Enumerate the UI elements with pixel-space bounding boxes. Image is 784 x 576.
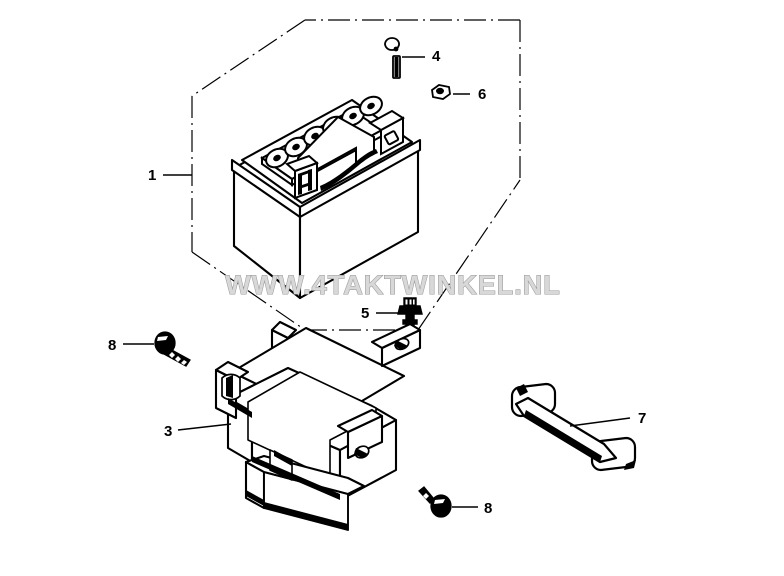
battery-holder-bracket <box>214 320 422 531</box>
callout-label-5[interactable]: 5 <box>361 305 370 322</box>
battery-cable-lead <box>320 149 378 191</box>
callout-label-1[interactable]: 1 <box>148 167 157 184</box>
grouping-boundary-dash-dot <box>191 19 521 331</box>
battery-strap-band-shading <box>516 384 636 470</box>
battery-holder-bracket-shading <box>226 340 408 530</box>
battery-strap-band <box>510 382 637 472</box>
battery-negative-terminal-shading <box>298 169 312 195</box>
callout-leader-lines <box>123 56 631 508</box>
callout-label-7[interactable]: 7 <box>638 410 647 427</box>
mounting-bolt-lower-highlight <box>423 493 445 504</box>
terminal-bolt-detail <box>393 46 399 77</box>
terminal-nut-hole <box>436 87 444 95</box>
callout-label-8-upper[interactable]: 8 <box>108 337 117 354</box>
callout-label-4[interactable]: 4 <box>432 48 441 65</box>
battery-positive-terminal <box>368 109 405 156</box>
callout-label-6[interactable]: 6 <box>478 86 487 103</box>
callout-label-8-lower[interactable]: 8 <box>484 500 493 517</box>
mounting-bolt-upper-highlight <box>157 336 187 365</box>
callout-label-3[interactable]: 3 <box>164 423 173 440</box>
battery-vent-fitting-highlight <box>405 299 415 305</box>
